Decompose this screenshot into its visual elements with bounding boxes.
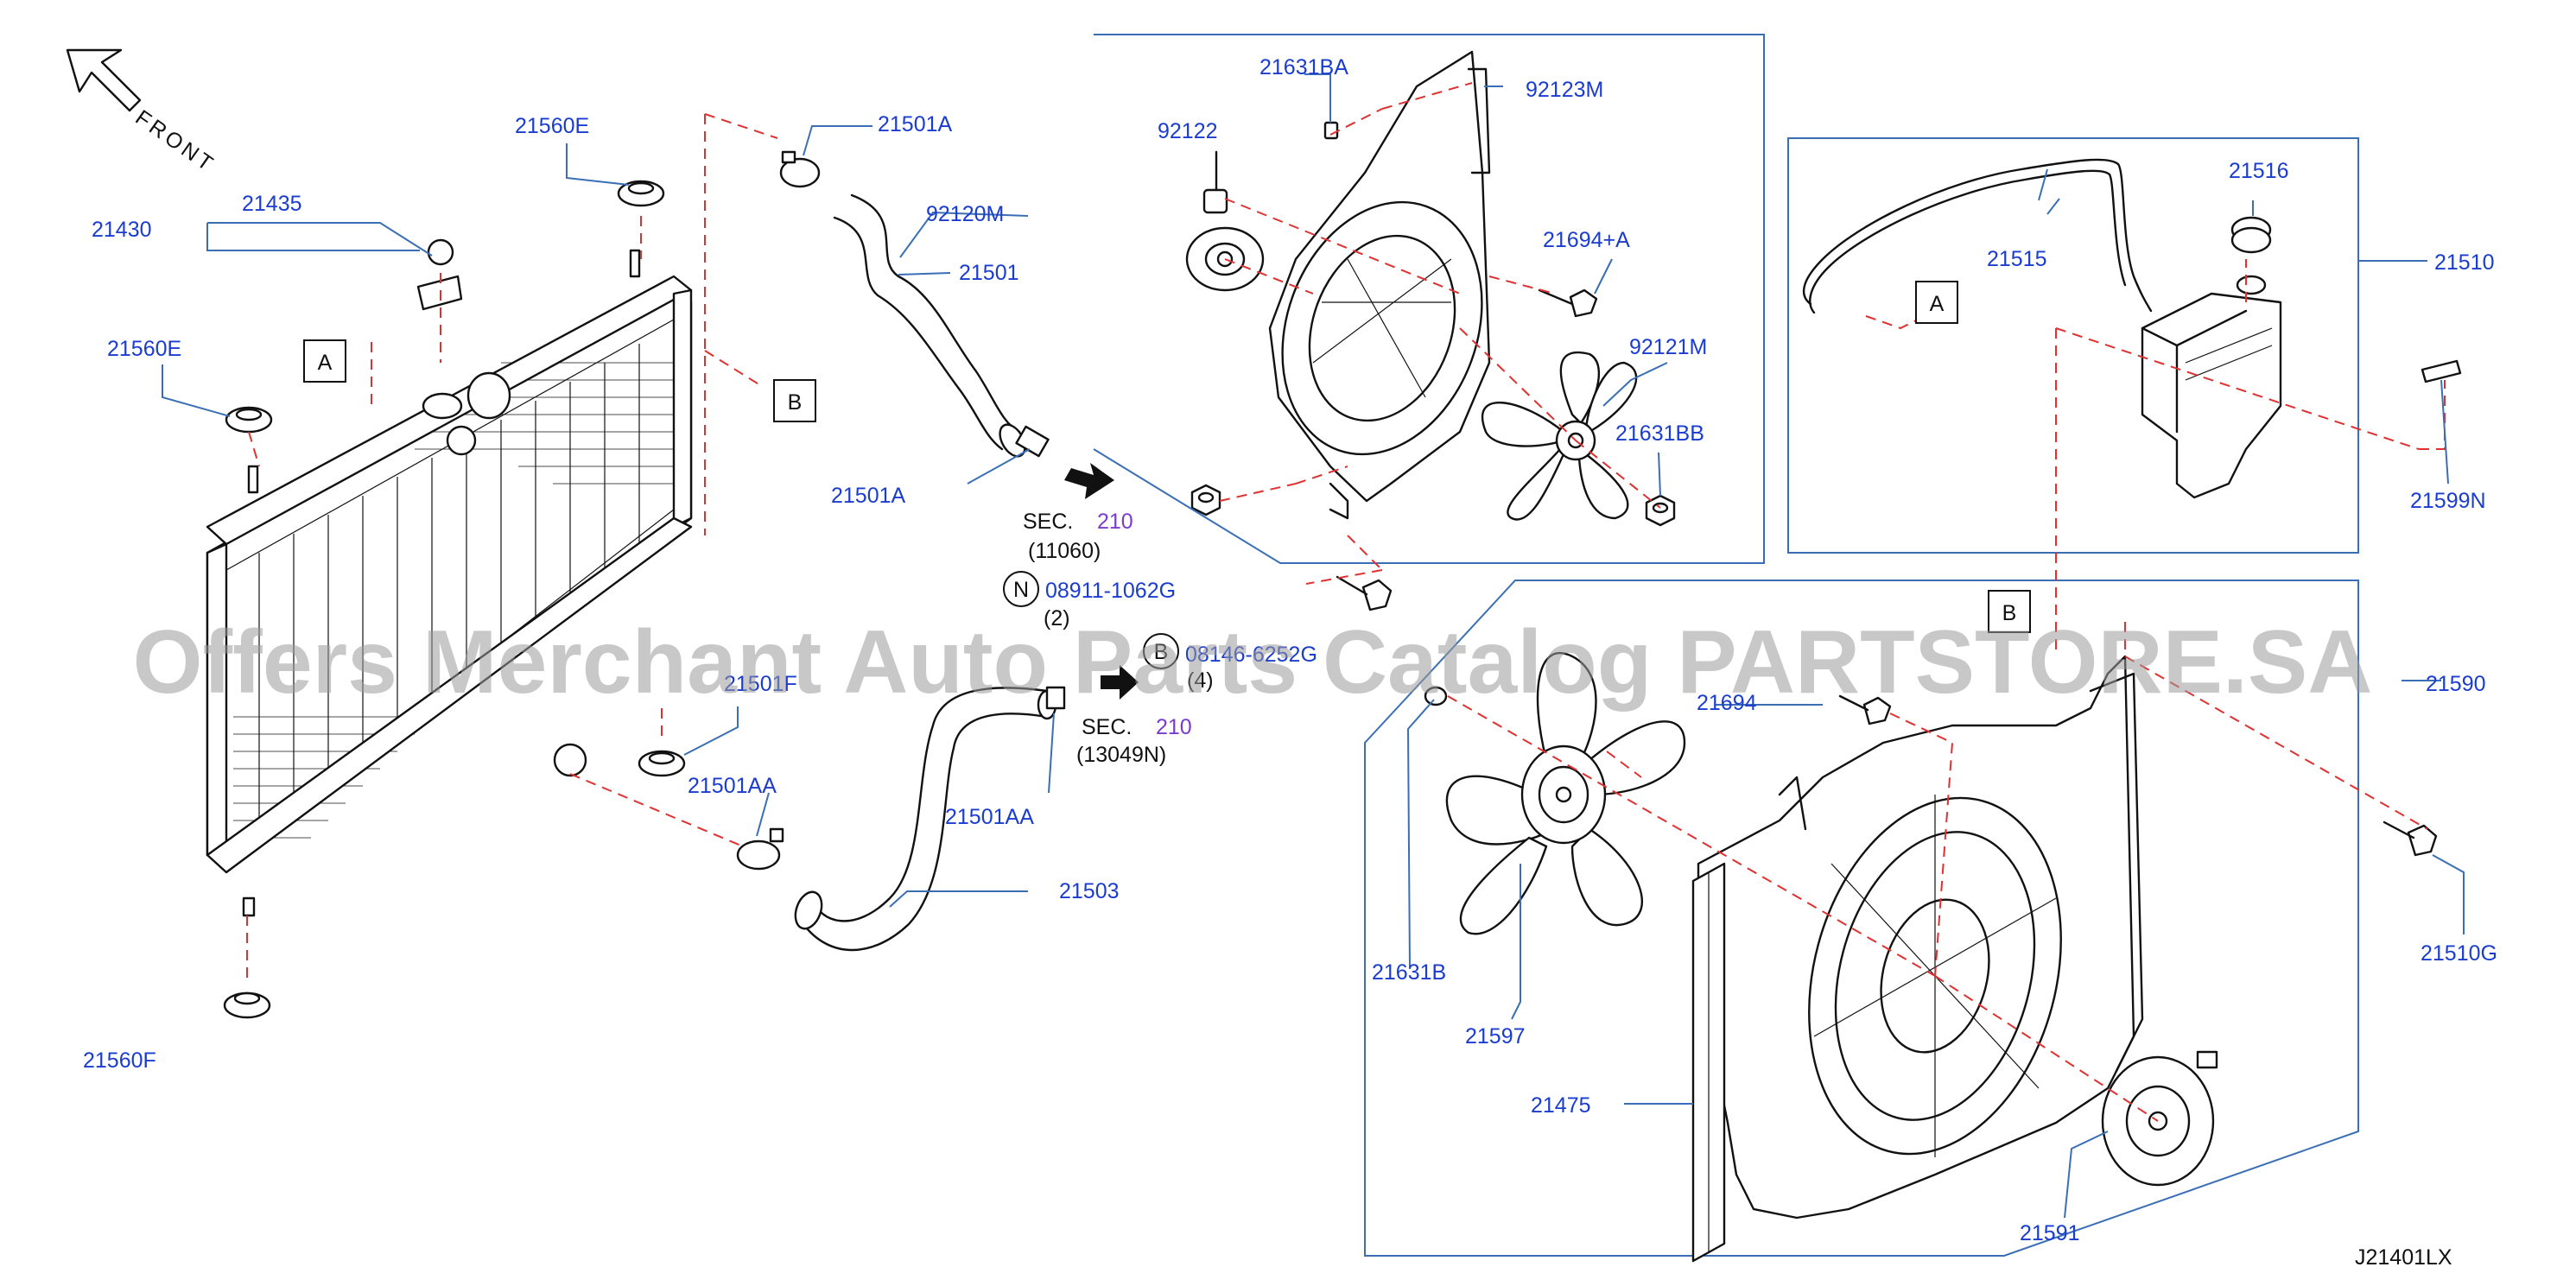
label-21510: 21510 bbox=[2434, 250, 2495, 275]
clamp-21501A-top bbox=[779, 150, 821, 188]
sec-upper-num: 210 bbox=[1097, 510, 1133, 534]
b-part-number: 08146-6252G bbox=[1185, 643, 1317, 667]
connector-92122 bbox=[1202, 150, 1228, 214]
upper-hose-21501 bbox=[833, 193, 1026, 458]
label-92122: 92122 bbox=[1158, 119, 1218, 143]
label-21631B: 21631B bbox=[1372, 960, 1446, 985]
front-arrow-icon bbox=[66, 48, 142, 112]
clamp-21501AA-right bbox=[1045, 686, 1066, 710]
n-marker-icon: N bbox=[1003, 571, 1039, 607]
label-21501AA-right: 21501AA bbox=[945, 805, 1034, 829]
label-92120M: 92120M bbox=[926, 202, 1004, 226]
b-part-qty: (4) bbox=[1187, 668, 1214, 693]
condenser-21475 bbox=[1691, 862, 1726, 1263]
diagram-id: J21401LX bbox=[2355, 1245, 2452, 1270]
n-part-number: 08911-1062G bbox=[1045, 579, 1176, 603]
label-21694: 21694 bbox=[1697, 691, 1757, 715]
label-21694A: 21694+A bbox=[1543, 228, 1630, 252]
label-21591: 21591 bbox=[2020, 1221, 2080, 1245]
sec-lower-sub: (13049N) bbox=[1076, 743, 1166, 767]
watermark: Offers Merchant Auto Parts Catalog PARTS… bbox=[133, 612, 2373, 713]
label-21516: 21516 bbox=[2229, 159, 2289, 183]
label-21475: 21475 bbox=[1531, 1093, 1591, 1118]
callout-b-right: B bbox=[1988, 590, 2031, 633]
label-21501: 21501 bbox=[959, 261, 1019, 285]
sec-lower-num: 210 bbox=[1156, 715, 1192, 739]
label-21599N: 21599N bbox=[2410, 489, 2486, 513]
label-21510G: 21510G bbox=[2421, 941, 2497, 966]
nut-21631B bbox=[1424, 686, 1448, 706]
radiator bbox=[206, 249, 693, 917]
label-21631BA: 21631BA bbox=[1259, 55, 1348, 79]
label-21503: 21503 bbox=[1059, 879, 1120, 903]
reservoir-cap-21516 bbox=[2230, 216, 2272, 295]
leader-lines bbox=[162, 73, 2465, 1219]
fan-motor-21591 bbox=[2101, 1050, 2218, 1187]
callout-a-right: A bbox=[1915, 281, 1958, 324]
frame-upper-fan bbox=[1093, 34, 1765, 564]
fan-shroud-upper bbox=[1268, 50, 1491, 520]
label-21501A-low: 21501A bbox=[831, 484, 906, 508]
label-21501A-top: 21501A bbox=[878, 112, 953, 136]
svg-text:A: A bbox=[318, 351, 333, 375]
fan-blade-92121M bbox=[1481, 352, 1638, 521]
label-21501AA-left: 21501AA bbox=[688, 774, 777, 798]
label-21597: 21597 bbox=[1465, 1024, 1526, 1048]
label-92121M: 92121M bbox=[1629, 335, 1707, 359]
label-21515: 21515 bbox=[1987, 247, 2047, 271]
frame-reservoir bbox=[1787, 137, 2359, 554]
overflow-hose-21515 bbox=[1802, 158, 2153, 314]
fan-blade-21597 bbox=[1445, 651, 1686, 935]
nut-08911-icon bbox=[1190, 484, 1221, 516]
svg-text:A: A bbox=[1930, 292, 1945, 316]
callout-a-left: A bbox=[303, 339, 346, 383]
callout-b-left: B bbox=[773, 379, 816, 422]
b-marker-icon: B bbox=[1143, 633, 1179, 669]
label-21590: 21590 bbox=[2426, 672, 2486, 696]
sec-upper-label: SEC. bbox=[1023, 510, 1073, 534]
reservoir-tank-21510 bbox=[2141, 292, 2282, 499]
svg-text:N: N bbox=[1013, 578, 1029, 602]
label-21560E-top: 21560E bbox=[515, 114, 589, 138]
mount-21560E-left bbox=[225, 406, 273, 434]
front-label: FRONT bbox=[131, 105, 220, 178]
clamp-21501AA-left bbox=[736, 827, 784, 871]
svg-text:B: B bbox=[1154, 640, 1169, 664]
mount-21501F bbox=[638, 750, 686, 777]
bolt-08146-icon bbox=[1336, 575, 1393, 611]
n-part-qty: (2) bbox=[1044, 606, 1070, 630]
label-21560E-left: 21560E bbox=[107, 337, 181, 361]
label-21430: 21430 bbox=[92, 218, 152, 242]
label-21599N bbox=[2421, 359, 2462, 383]
bolt-21510G bbox=[2382, 820, 2438, 857]
label-21435: 21435 bbox=[242, 192, 302, 216]
label-21560F: 21560F bbox=[83, 1048, 156, 1073]
sec-arrow-lower-icon bbox=[1101, 665, 1139, 700]
lower-hose-21503 bbox=[794, 687, 1057, 952]
svg-text:B: B bbox=[2002, 601, 2017, 625]
label-92123M: 92123M bbox=[1526, 78, 1603, 102]
mount-21560F bbox=[223, 991, 271, 1019]
sec-arrow-upper-icon bbox=[1064, 463, 1114, 499]
sec-lower-label: SEC. bbox=[1082, 715, 1132, 739]
assembly-lines bbox=[246, 82, 2446, 1122]
sec-upper-sub: (11060) bbox=[1028, 539, 1101, 563]
clip-21631BA bbox=[1323, 121, 1339, 140]
svg-text:B: B bbox=[788, 390, 803, 415]
bolt-21694A bbox=[1538, 288, 1598, 318]
fan-shroud-21590 bbox=[1697, 655, 2144, 1219]
label-21501F: 21501F bbox=[724, 672, 797, 696]
label-21631BB: 21631BB bbox=[1615, 421, 1704, 446]
bolt-21694 bbox=[1838, 694, 1892, 725]
mount-21560E-top bbox=[617, 180, 665, 207]
frame-lower-fan bbox=[1364, 580, 2359, 1257]
